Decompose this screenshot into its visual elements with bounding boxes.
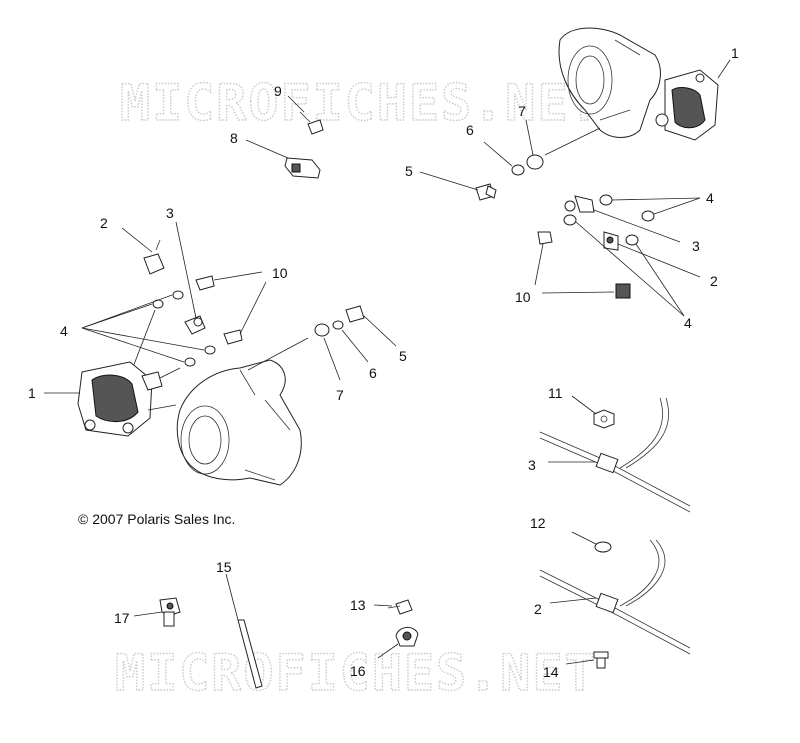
callout-10-left: 10 <box>272 265 288 281</box>
bolt-14 <box>593 651 609 669</box>
callout-2-left: 2 <box>100 215 108 231</box>
washer-7-left <box>314 323 330 337</box>
callout-6-right: 6 <box>466 122 474 138</box>
washer-12 <box>594 541 612 553</box>
brake-line-3 <box>539 397 691 513</box>
callout-11: 11 <box>548 385 563 401</box>
callout-7-left: 7 <box>336 387 344 403</box>
callout-16: 16 <box>350 663 366 679</box>
callout-15: 15 <box>216 559 232 575</box>
callout-1-right: 1 <box>731 45 739 61</box>
callout-1-left: 1 <box>28 385 36 401</box>
callout-4-left: 4 <box>60 323 68 339</box>
callout-3-line: 3 <box>528 457 536 473</box>
callout-4-right-top: 4 <box>706 190 714 206</box>
callout-3-right: 3 <box>692 238 700 254</box>
callout-7-right: 7 <box>518 103 526 119</box>
callout-17: 17 <box>114 610 130 626</box>
washer-4-left-c <box>204 345 216 355</box>
banjo-2-left <box>143 239 165 275</box>
washer-4-d <box>625 234 639 246</box>
washer-4-c <box>563 214 577 226</box>
callout-6-left: 6 <box>369 365 377 381</box>
right-brake-caliper <box>655 69 719 141</box>
sensor-8 <box>284 157 321 179</box>
bleeder-10-left-b <box>223 329 243 345</box>
callout-5-left: 5 <box>399 348 407 364</box>
watermark-bottom: MICROFICHES.NET <box>115 644 597 702</box>
callout-4-right-bottom: 4 <box>684 315 692 331</box>
brake-line-2 <box>539 539 691 655</box>
tie-strap-15 <box>237 619 263 689</box>
callout-14: 14 <box>543 664 559 680</box>
callout-2-line: 2 <box>534 601 542 617</box>
left-knuckle-housing <box>176 359 302 486</box>
bleeder-10-right-b <box>615 283 631 299</box>
hose-fitting-3-right <box>564 195 595 213</box>
left-brake-caliper <box>77 361 163 437</box>
bleeder-10-left-a <box>195 275 215 291</box>
hose-fitting-3-left <box>184 315 206 335</box>
bleeder-10-right-a <box>537 231 553 245</box>
washer-6-left <box>332 320 344 330</box>
washer-4-left-a <box>172 290 184 300</box>
callout-12: 12 <box>530 515 546 531</box>
watermark-top: MICROFICHES.NET <box>120 74 602 132</box>
washer-6-right <box>511 164 525 176</box>
screw-9 <box>299 111 324 135</box>
washer-4-b <box>641 210 655 222</box>
bolt-5-left <box>345 305 365 323</box>
callout-3-left: 3 <box>166 205 174 221</box>
banjo-2-right <box>603 231 619 251</box>
screw-13 <box>387 599 413 615</box>
callout-13: 13 <box>350 597 366 613</box>
washer-4-left-d <box>184 357 196 367</box>
fitting-17 <box>159 597 181 627</box>
clamp-16 <box>395 627 419 647</box>
callout-9: 9 <box>274 83 282 99</box>
washer-4-a <box>599 194 613 206</box>
callout-10-right: 10 <box>515 289 531 305</box>
right-knuckle-housing <box>558 27 661 138</box>
callout-8: 8 <box>230 130 238 146</box>
bolt-5-right <box>475 183 497 201</box>
callout-2-right: 2 <box>710 273 718 289</box>
washer-7-right <box>526 154 544 170</box>
callout-5-right: 5 <box>405 163 413 179</box>
nut-11 <box>593 409 615 429</box>
copyright-text: © 2007 Polaris Sales Inc. <box>78 511 235 527</box>
